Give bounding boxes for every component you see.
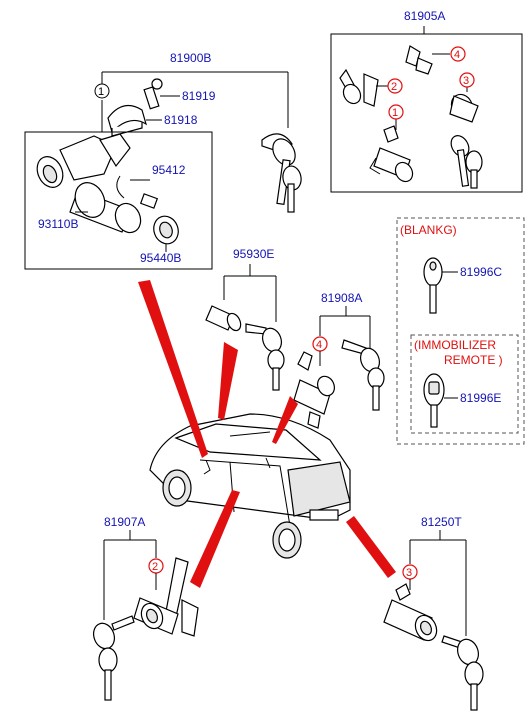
pointer-glove — [218, 342, 238, 420]
lever-part — [405, 45, 433, 75]
pointer-front-door — [272, 396, 298, 444]
svg-text:1: 1 — [98, 86, 104, 98]
svg-text:2: 2 — [152, 561, 158, 573]
key-blank-dashed-box — [396, 217, 525, 445]
callout-2-red-a: 2 — [387, 78, 403, 94]
pointer-ignition — [138, 280, 208, 458]
tailgate-cylinder — [383, 583, 438, 642]
glove-lock-keys — [245, 323, 285, 391]
tailgate-lock-group: 81250T 3 — [383, 515, 484, 711]
svg-text:4: 4 — [454, 49, 460, 61]
callout-1-red: 1 — [388, 104, 404, 120]
callout-4-red-b: 4 — [312, 336, 328, 352]
part-81918-label: 81918 — [164, 113, 198, 127]
pointer-rear-door — [190, 490, 240, 588]
part-93110B-label: 93110B — [38, 217, 78, 231]
callout-4-red-a: 4 — [450, 46, 466, 62]
lock-set-label: 81900B — [170, 51, 211, 65]
immobilizer-note-line1: (IMMOBILIZER — [414, 338, 496, 352]
rear-door-lock-group: 81907A 2 — [93, 515, 199, 701]
part-81996C-label: 81996C — [460, 265, 502, 279]
glove-lock-group: 95930E — [205, 247, 285, 391]
key-set-label: 81905A — [404, 9, 445, 23]
key-pair-81905A — [450, 135, 483, 189]
callout-2-red-b: 2 — [148, 558, 164, 574]
key-pair-81900B — [261, 133, 302, 213]
key-set-box — [330, 33, 523, 193]
immobilizer-key-part — [423, 373, 445, 428]
bracket-81918-part — [107, 104, 148, 137]
lock-set-group: 81900B 1 81919 81918 — [24, 51, 302, 270]
front-door-lock-group: 81908A 4 — [293, 291, 385, 429]
immobilizer-dashed-box — [410, 334, 519, 434]
svg-text:3: 3 — [406, 567, 412, 579]
glove-lock-label: 95930E — [233, 247, 274, 261]
part-81996E-label: 81996E — [460, 391, 501, 405]
callout-3-red-b: 3 — [402, 564, 418, 580]
svg-text:3: 3 — [463, 75, 469, 87]
svg-text:1: 1 — [392, 107, 398, 119]
ignition-cylinder-part — [369, 125, 414, 183]
callout-1-black: 1 — [94, 83, 110, 99]
svg-text:4: 4 — [316, 339, 322, 351]
key-set-group: 81905A 4 2 3 — [330, 9, 523, 193]
tailgate-lock-label: 81250T — [421, 515, 462, 529]
tailgate-keys — [441, 635, 484, 711]
vehicle-illustration — [149, 413, 351, 559]
glove-lock-cylinder — [205, 305, 242, 332]
rear-door-cylinder — [133, 557, 199, 637]
pointer-lines — [138, 280, 396, 588]
front-door-keys — [341, 339, 385, 411]
part-95440B-label: 95440B — [140, 251, 181, 265]
svg-text:2: 2 — [391, 81, 397, 93]
ignition-lock-assembly — [36, 133, 159, 234]
pointer-tailgate — [346, 516, 396, 578]
front-door-lock-label: 81908A — [321, 291, 362, 305]
immobilizer-note-line2: REMOTE ) — [444, 353, 503, 367]
part-81919-label: 81919 — [182, 89, 216, 103]
rear-door-keys — [93, 615, 135, 701]
front-door-cylinder — [293, 351, 335, 429]
tailgate-cylinder-part — [449, 93, 479, 123]
part-95412-label: 95412 — [152, 163, 186, 177]
key-blank-group: (BLANKG) 81996C (IMMOBILIZER REMOTE ) 81… — [396, 217, 525, 445]
lock-set-inner-box — [24, 131, 213, 270]
blank-key-part — [423, 257, 443, 314]
door-lock-cylinder-part — [339, 68, 379, 107]
rear-door-lock-label: 81907A — [104, 515, 145, 529]
ring-95440B-part — [153, 215, 179, 245]
blank-key-note: (BLANKG) — [400, 223, 457, 237]
bolt-81919-part — [143, 78, 163, 110]
callout-3-red-a: 3 — [459, 72, 475, 88]
